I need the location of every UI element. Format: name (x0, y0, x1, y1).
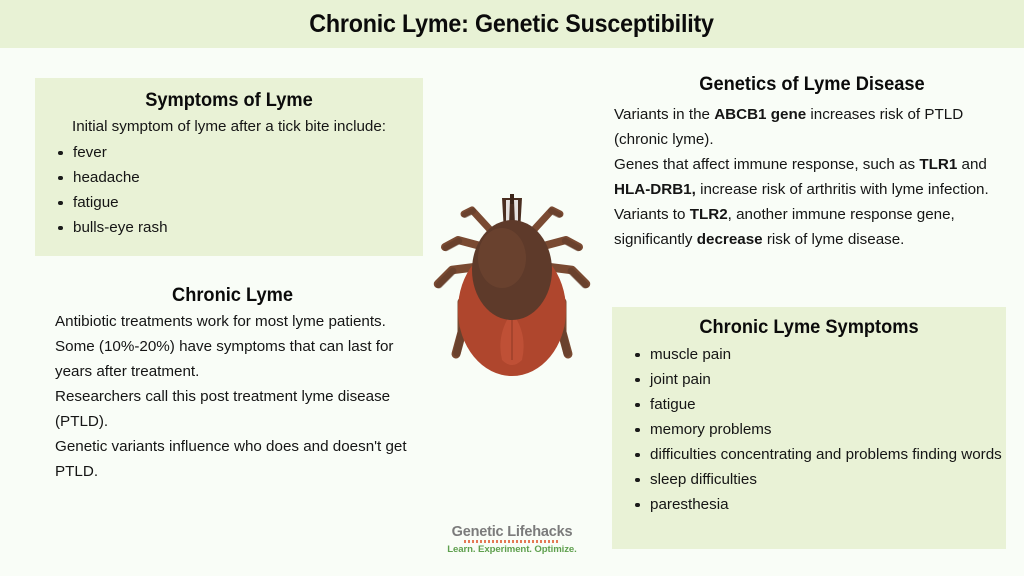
text-segment: increase risk of arthritis with lyme inf… (695, 181, 989, 198)
paragraph-line: Genetic variants influence who does and … (55, 438, 407, 480)
tick-icon (432, 192, 592, 388)
chronic-lyme-lines: Antibiotic treatments work for most lyme… (35, 309, 430, 484)
genetics-of-lyme-paragraphs: Variants in the ABCB1 gene increases ris… (612, 102, 1012, 252)
tick-legs-right-dark (548, 208, 589, 357)
paragraph-line: Variants in the ABCB1 gene increases ris… (612, 102, 1012, 152)
gene-name: TLR2 (689, 206, 728, 223)
text-segment: Variants in the (614, 106, 715, 123)
list-item: muscle pain (635, 342, 1006, 367)
text-segment: , another immune response gene, signific… (614, 206, 955, 248)
text-segment: and (957, 156, 987, 173)
list-item: fatigue (58, 190, 423, 215)
symptoms-of-lyme-intro: Initial symptom of lyme after a tick bit… (72, 118, 386, 135)
list-item: memory problems (635, 417, 1006, 442)
symptoms-of-lyme-title: Symptoms of Lyme (145, 90, 313, 111)
paragraph-line: Some (10%-20%) have symptoms that can la… (55, 338, 394, 380)
list-item: fever (58, 140, 423, 165)
list-item: headache (58, 165, 423, 190)
chronic-lyme-title: Chronic Lyme (172, 285, 293, 306)
chronic-lyme-block: Chronic Lyme Antibiotic treatments work … (35, 285, 430, 484)
logo-name: Genetic Lifehacks (451, 524, 573, 540)
text-segment: Variants to (614, 206, 690, 223)
paragraph-line: Researchers call this post treatment lym… (55, 388, 391, 430)
gene-name: TLR1 (919, 156, 958, 173)
chronic-lyme-symptoms-title: Chronic Lyme Symptoms (699, 317, 919, 338)
list-item: sleep difficulties (635, 467, 1006, 492)
paragraph-line: Variants to TLR2, another immune respons… (612, 202, 1012, 252)
gene-name: HLA-DRB1, (614, 181, 696, 198)
paragraph-line: Antibiotic treatments work for most lyme… (55, 313, 386, 330)
list-item: fatigue (635, 392, 1006, 417)
text-segment: risk of lyme disease. (762, 231, 905, 248)
dna-strand-icon (464, 540, 560, 543)
logo-tagline: Learn. Experiment. Optimize. (447, 544, 577, 555)
symptoms-of-lyme-panel: Symptoms of Lyme Initial symptom of lyme… (35, 78, 423, 256)
text-segment: Genes that affect immune response, such … (614, 156, 920, 173)
list-item: paresthesia (635, 492, 1006, 517)
genetics-of-lyme-title: Genetics of Lyme Disease (699, 74, 925, 95)
text-segment: increases risk of PTLD (chronic lyme). (614, 106, 964, 148)
genetic-lifehacks-logo: Genetic Lifehacks Learn. Experiment. Opt… (446, 524, 578, 555)
page-title: Chronic Lyme: Genetic Susceptibility (309, 9, 715, 38)
header-band: Chronic Lyme: Genetic Susceptibility (0, 0, 1024, 48)
list-item: difficulties concentrating and problems … (635, 442, 1006, 467)
paragraph-line: Genes that affect immune response, such … (612, 152, 1012, 202)
gene-name: ABCB1 gene (714, 106, 807, 123)
list-item: joint pain (635, 367, 1006, 392)
tick-scutum-highlight (478, 228, 526, 288)
gene-name: decrease (696, 231, 763, 248)
tick-legs-left-dark (435, 208, 476, 357)
genetics-of-lyme-block: Genetics of Lyme Disease Variants in the… (612, 74, 1012, 252)
list-item: bulls-eye rash (58, 215, 423, 240)
